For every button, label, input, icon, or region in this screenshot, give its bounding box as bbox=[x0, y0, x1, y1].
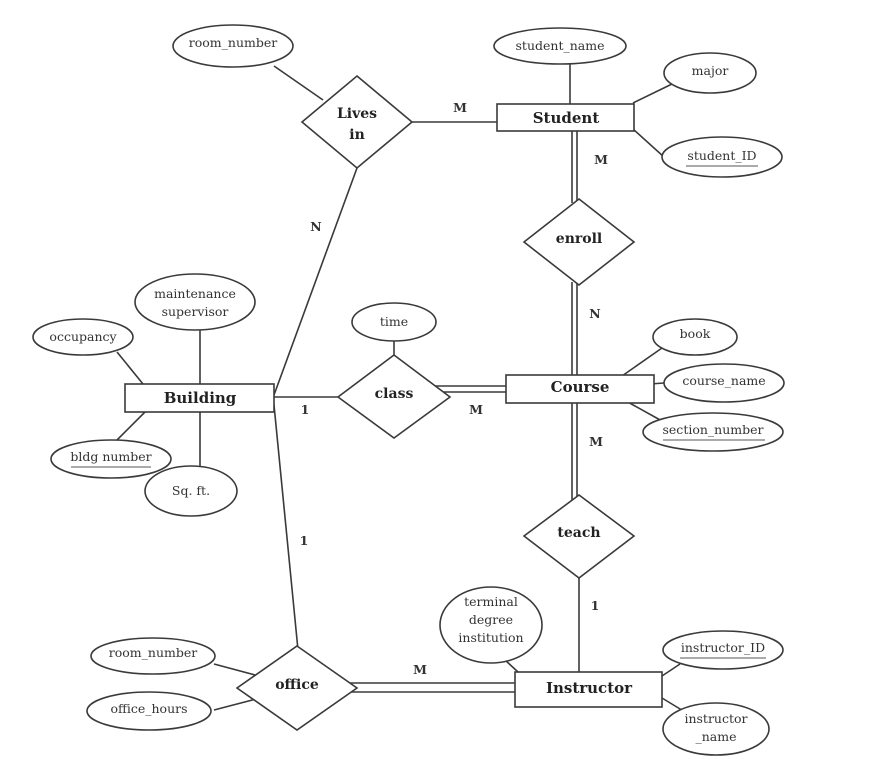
attribute-office-hours[interactable]: office_hours bbox=[86, 691, 212, 731]
attribute-office-room-number[interactable]: room_number bbox=[90, 637, 216, 675]
attribute-student-id[interactable]: student_ID bbox=[661, 136, 783, 178]
entity-instructor[interactable]: Instructor bbox=[514, 671, 663, 708]
attribute-major-label: major bbox=[692, 63, 729, 78]
cardinality-teach-course: M bbox=[589, 434, 603, 449]
attribute-occupancy[interactable]: occupancy bbox=[32, 318, 134, 356]
cardinality-teach-instructor: 1 bbox=[591, 598, 600, 613]
entity-instructor-label: Instructor bbox=[546, 679, 633, 697]
attribute-office-room-number-label: room_number bbox=[109, 645, 197, 660]
attribute-terminal-label-line1: terminal bbox=[464, 594, 518, 609]
relationship-class[interactable]: class bbox=[336, 354, 452, 439]
relationship-enroll[interactable]: enroll bbox=[522, 197, 636, 287]
lives-in-label-line2: in bbox=[349, 127, 365, 143]
attribute-bldg-number-label: bldg number bbox=[70, 449, 151, 464]
attribute-terminal-label-line3: institution bbox=[458, 630, 523, 645]
class-label: class bbox=[375, 386, 414, 402]
attribute-maintenance-label-line1: maintenance bbox=[154, 286, 236, 301]
attribute-maintenance-label-line2: supervisor bbox=[162, 304, 229, 319]
attribute-bldg-number[interactable]: bldg number bbox=[50, 439, 172, 479]
attribute-section-number[interactable]: section_number bbox=[642, 412, 784, 452]
attribute-time-label: time bbox=[380, 314, 408, 329]
attribute-course-name[interactable]: course_name bbox=[663, 363, 785, 403]
attribute-instructor-id[interactable]: instructor_ID bbox=[662, 630, 784, 670]
attribute-section-number-label: section_number bbox=[663, 422, 764, 437]
relationship-office[interactable]: office bbox=[235, 645, 359, 731]
attribute-maintenance-supervisor[interactable]: maintenance supervisor bbox=[134, 273, 256, 331]
entity-building[interactable]: Building bbox=[124, 383, 275, 413]
relationship-teach[interactable]: teach bbox=[522, 494, 636, 580]
attribute-instructor-name-label-line1: instructor bbox=[684, 711, 747, 726]
cardinality-lives-student: M bbox=[453, 100, 467, 115]
attribute-course-name-label: course_name bbox=[682, 373, 765, 388]
attribute-major[interactable]: major bbox=[663, 52, 757, 94]
attribute-instructor-name-label-line2: _name bbox=[695, 729, 736, 744]
enroll-label: enroll bbox=[556, 231, 602, 247]
attribute-book-label: book bbox=[680, 326, 711, 341]
attribute-occupancy-label: occupancy bbox=[49, 329, 117, 344]
relationship-lives-in[interactable]: Lives in bbox=[300, 74, 414, 170]
cardinality-office-building: 1 bbox=[300, 533, 309, 548]
attribute-book[interactable]: book bbox=[652, 318, 738, 356]
office-label: office bbox=[275, 677, 319, 693]
cardinality-lives-building: N bbox=[310, 219, 321, 234]
lives-in-label-line1: Lives bbox=[337, 106, 377, 122]
cardinality-office-instructor: M bbox=[413, 662, 427, 677]
cardinality-enroll-student: M bbox=[594, 152, 608, 167]
cardinality-enroll-course: N bbox=[589, 306, 600, 321]
attribute-office-hours-label: office_hours bbox=[110, 701, 187, 716]
cardinality-labels: M N M N 1 M M 1 1 M bbox=[300, 100, 608, 677]
attribute-time[interactable]: time bbox=[351, 302, 437, 342]
entity-course-label: Course bbox=[551, 378, 610, 396]
attribute-terminal-degree-institution[interactable]: terminal degree institution bbox=[439, 586, 543, 664]
attribute-student-id-label: student_ID bbox=[687, 148, 756, 163]
attribute-sq-ft[interactable]: Sq. ft. bbox=[144, 465, 238, 517]
attribute-student-name-label: student_name bbox=[516, 38, 605, 53]
attribute-instructor-name[interactable]: instructor _name bbox=[662, 702, 770, 756]
attribute-sq-ft-label: Sq. ft. bbox=[172, 483, 210, 498]
attribute-instructor-id-label: instructor_ID bbox=[681, 640, 765, 655]
teach-label: teach bbox=[557, 525, 600, 541]
attribute-student-name[interactable]: student_name bbox=[493, 27, 627, 65]
cardinality-class-course: M bbox=[469, 402, 483, 417]
entity-building-label: Building bbox=[164, 389, 237, 407]
attribute-lives-room-number-label: room_number bbox=[189, 35, 277, 50]
attribute-lives-room-number[interactable]: room_number bbox=[172, 24, 294, 68]
entity-student[interactable]: Student bbox=[496, 103, 635, 132]
attribute-terminal-label-line2: degree bbox=[469, 612, 513, 627]
entity-student-label: Student bbox=[533, 109, 600, 127]
cardinality-class-building: 1 bbox=[301, 402, 310, 417]
entity-course[interactable]: Course bbox=[505, 374, 655, 404]
